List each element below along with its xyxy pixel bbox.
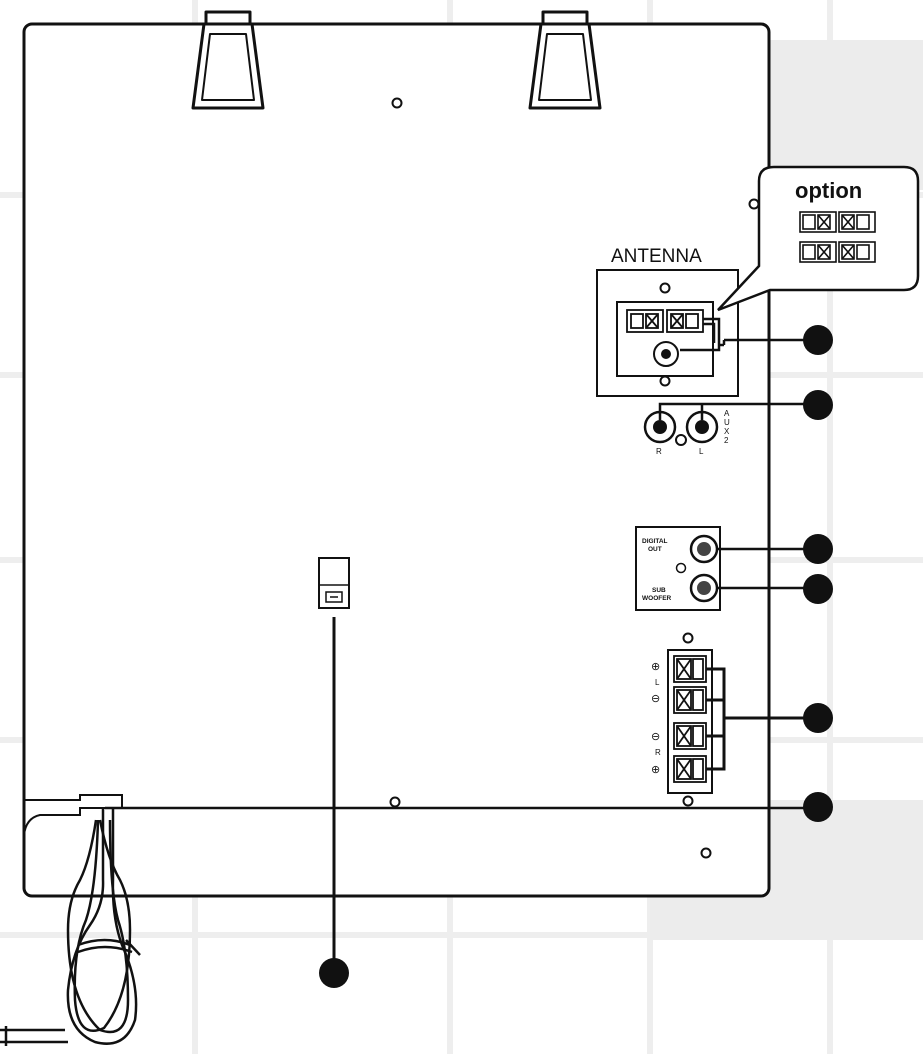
cable-guide: [23, 794, 123, 836]
power-cord: [0, 808, 141, 1046]
callout-dot-voltage-switch: [319, 958, 349, 988]
aux2-jacks: R L A U X 2: [643, 402, 815, 456]
handle-right: [528, 10, 602, 110]
svg-text:X: X: [724, 427, 730, 436]
callout-dot-antenna: [803, 325, 833, 355]
svg-text:A: A: [724, 409, 730, 418]
voltage-switch: [318, 557, 350, 965]
speaker-left-label: ⊕ L ⊖: [651, 661, 660, 705]
option-terminal-grid: [799, 211, 876, 263]
handle-left: [191, 10, 265, 110]
callout-dot-aux: [803, 390, 833, 420]
svg-text:SUB: SUB: [652, 587, 666, 594]
svg-text:U: U: [724, 418, 730, 427]
subwoofer-label: SUB WOOFER: [642, 587, 672, 602]
svg-text:WOOFER: WOOFER: [642, 595, 672, 602]
svg-text:⊖: ⊖: [651, 731, 660, 743]
option-label: option: [795, 178, 862, 203]
antenna-connector-line: [680, 317, 815, 352]
speaker-terminals: ⊕ L ⊖ ⊖ R ⊕: [651, 632, 815, 807]
svg-text:⊕: ⊕: [651, 661, 660, 673]
antenna-fm-jack: [653, 341, 679, 367]
antenna-block: [596, 269, 739, 397]
svg-text:2: 2: [724, 436, 729, 445]
aux-connector-line: [658, 402, 815, 420]
callout-dots: [319, 325, 833, 988]
option-callout: option: [717, 165, 920, 312]
callout-dot-speakers: [803, 703, 833, 733]
speaker-connector-line: [706, 667, 815, 771]
callout-dot-digital-out: [803, 534, 833, 564]
aux-label-r: R: [656, 447, 662, 456]
background-shade-top: [770, 40, 923, 190]
speaker-right-label: ⊖ R ⊕: [651, 731, 661, 776]
aux-label-l: L: [699, 447, 704, 456]
svg-text:DIGITAL: DIGITAL: [642, 538, 668, 545]
svg-text:L: L: [655, 678, 660, 687]
screw-holes: [389, 97, 760, 859]
digital-sub-block: DIGITAL OUT SUB WOOFER: [635, 526, 815, 611]
digital-out-label: DIGITAL OUT: [642, 538, 668, 553]
svg-text:OUT: OUT: [648, 546, 662, 553]
antenna-label: ANTENNA: [611, 246, 702, 267]
svg-text:R: R: [655, 748, 661, 757]
aux2-label: A U X 2: [724, 409, 730, 445]
rear-panel: [22, 22, 771, 898]
svg-text:⊕: ⊕: [651, 764, 660, 776]
antenna-terminal-am: [626, 309, 704, 333]
svg-text:⊖: ⊖: [651, 693, 660, 705]
callout-dot-subwoofer: [803, 574, 833, 604]
callout-dot-power-cord: [803, 792, 833, 822]
